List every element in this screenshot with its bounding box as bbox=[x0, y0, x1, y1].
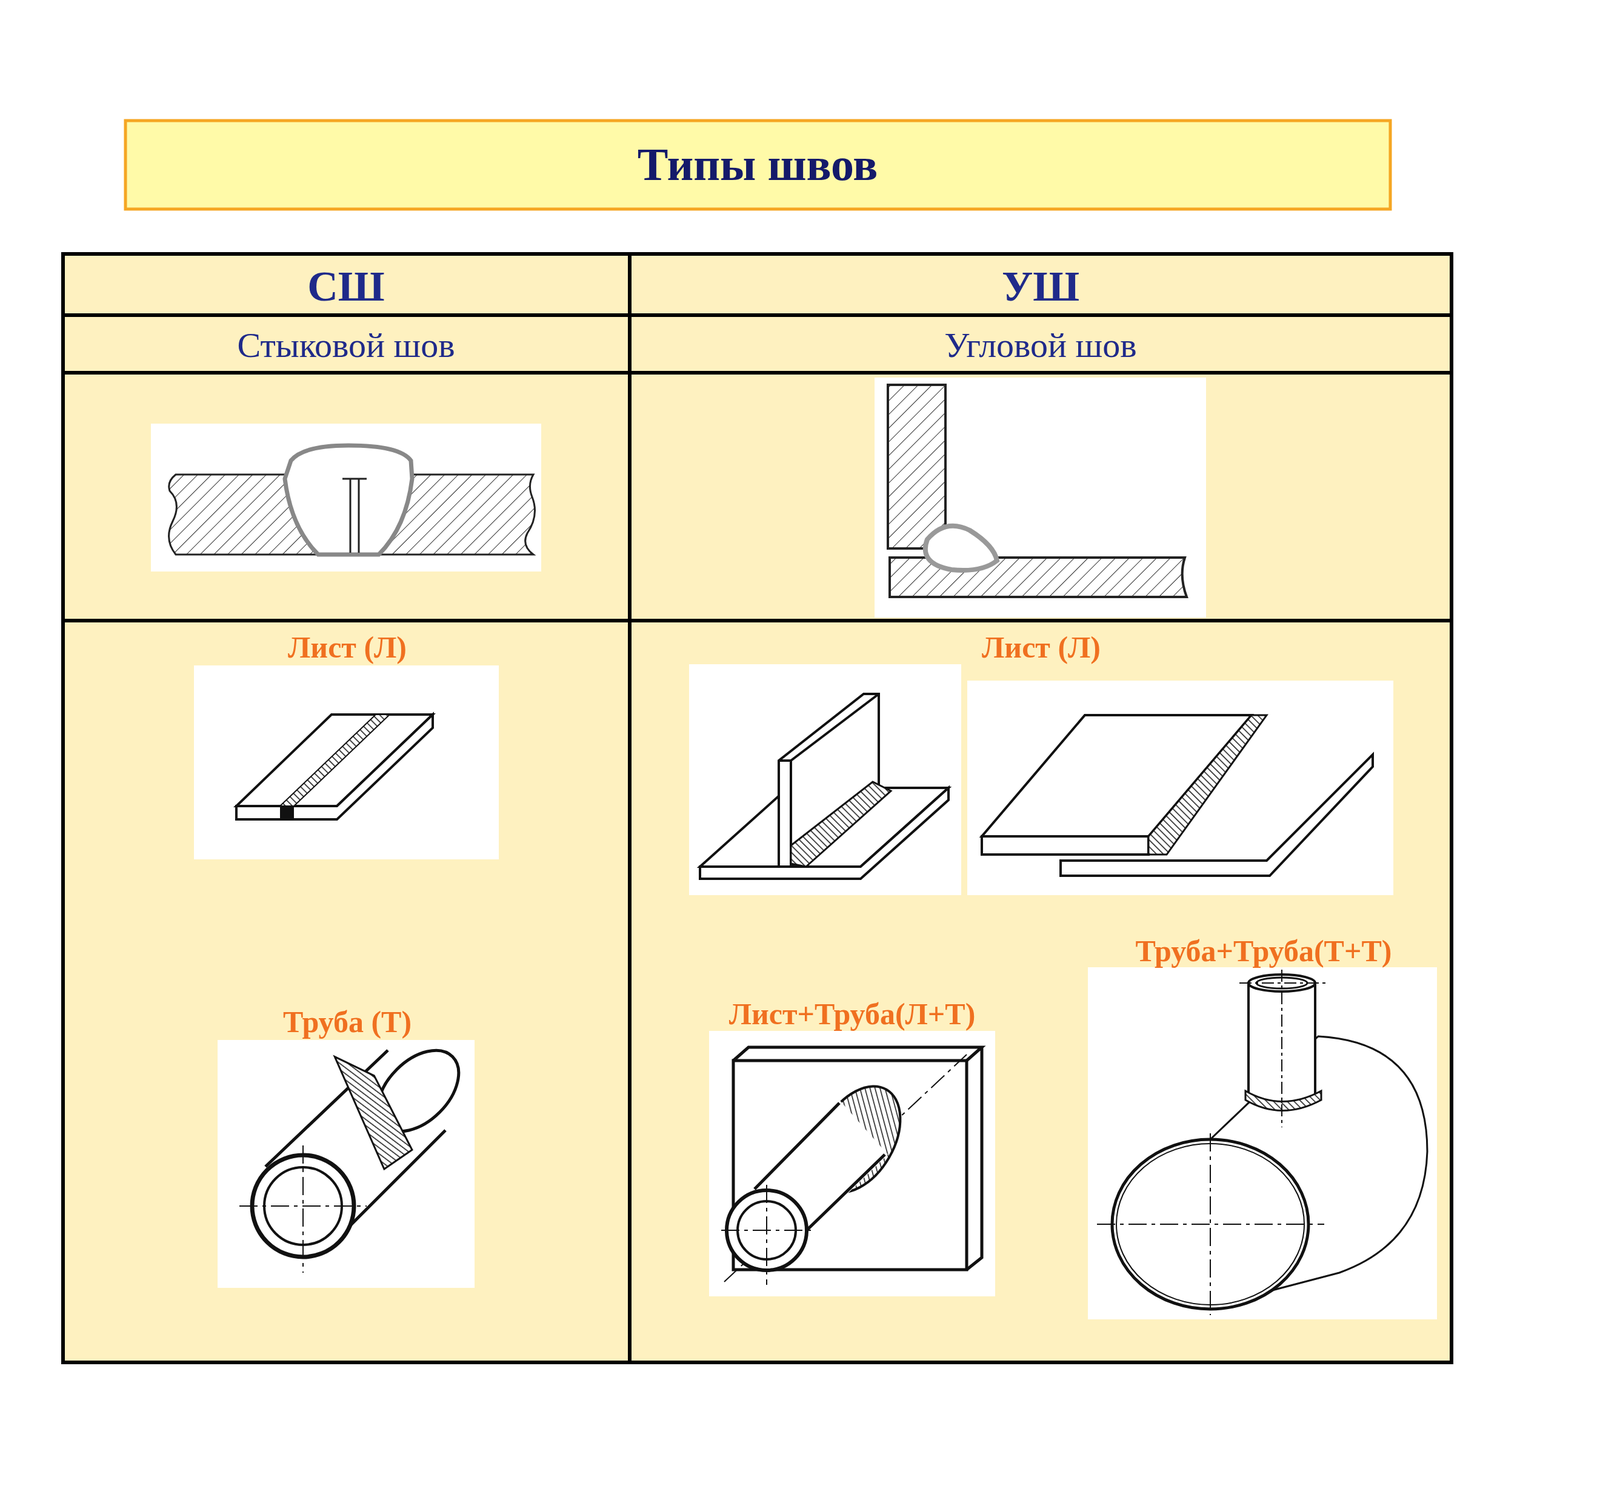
table bbox=[63, 253, 1452, 1363]
joint-label: Лист (Л) bbox=[287, 630, 407, 665]
column-subheader: Стыковой шов bbox=[236, 326, 455, 365]
column-header: УШ bbox=[1001, 263, 1080, 310]
fillet-weld-section bbox=[874, 377, 1207, 618]
joint-label: Труба (Т) bbox=[283, 1005, 412, 1039]
sheet-pipe-joint bbox=[709, 1030, 996, 1297]
joint-label: Лист+Труба(Л+Т) bbox=[729, 997, 976, 1031]
t-joint bbox=[689, 664, 962, 896]
column-subheader: Угловой шов bbox=[944, 326, 1137, 365]
title-text: Типы швов bbox=[637, 139, 879, 191]
pipe-butt-joint bbox=[217, 1035, 475, 1288]
joint-label: Лист (Л) bbox=[981, 630, 1101, 665]
pipe-pipe-joint bbox=[1087, 967, 1437, 1320]
column-header: СШ bbox=[307, 263, 385, 310]
joint-label: Труба+Труба(Т+Т) bbox=[1135, 934, 1393, 968]
sheet-butt-joint bbox=[193, 665, 499, 860]
title-box bbox=[125, 120, 1391, 210]
butt-weld-section bbox=[150, 423, 542, 572]
lap-joint bbox=[967, 680, 1394, 896]
